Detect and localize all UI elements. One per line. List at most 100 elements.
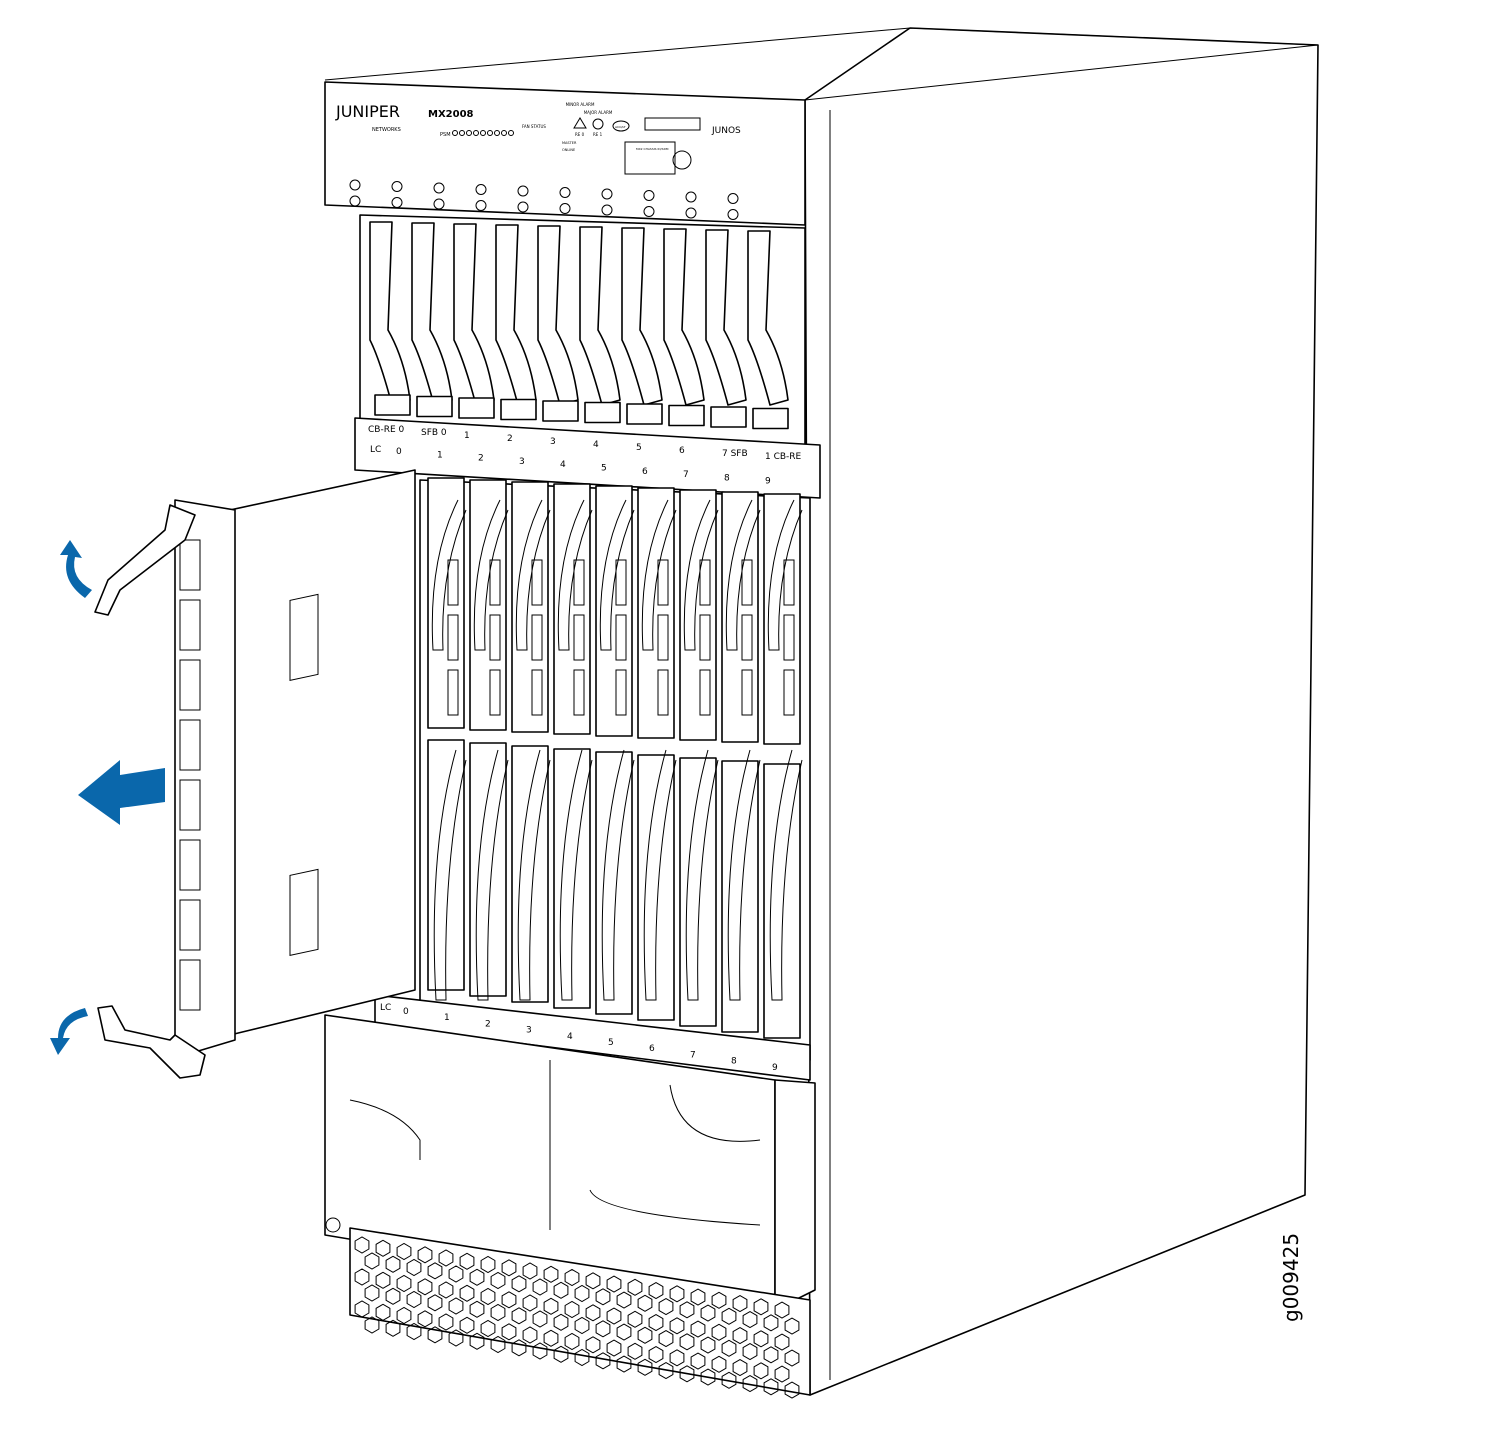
honeycomb-cell (585, 1304, 601, 1322)
honeycomb-cell (532, 1342, 548, 1360)
honeycomb-cell (511, 1339, 527, 1357)
honeycomb-cell (511, 1307, 527, 1325)
slot-led-upper (727, 193, 739, 204)
honeycomb-cell (438, 1313, 454, 1331)
line-card-ejector[interactable] (725, 499, 761, 1001)
lower-ejector-handle[interactable] (97, 1005, 206, 1079)
control-card-ejector[interactable] (747, 230, 789, 406)
honeycomb-cell (721, 1371, 737, 1389)
honeycomb-cell (627, 1310, 643, 1328)
alarm-relay-connectors (644, 117, 701, 131)
psm-led (494, 130, 500, 136)
honeycomb-cell (711, 1323, 727, 1341)
honeycomb-cell (690, 1352, 706, 1370)
honeycomb-cell (459, 1252, 475, 1270)
honeycomb-cell (469, 1268, 485, 1286)
fan-tray-captive-screw[interactable] (325, 1217, 341, 1233)
honeycomb-cell (354, 1236, 370, 1254)
honeycomb-cell (606, 1275, 622, 1293)
honeycomb-cell (700, 1336, 716, 1354)
control-card-ejector[interactable] (621, 227, 663, 406)
port-block (447, 614, 459, 661)
bottom-slot-number: 5 (608, 1038, 614, 1048)
rotate-down-arrow-icon (50, 1008, 88, 1055)
control-card-ejector[interactable] (579, 226, 621, 406)
bottom-slot-number: 3 (526, 1026, 532, 1036)
slot-led-upper (601, 188, 613, 200)
honeycomb-cell (784, 1381, 800, 1399)
card-latch (542, 400, 579, 422)
honeycomb-cell (364, 1252, 380, 1270)
line-card-ejector[interactable] (557, 499, 593, 1001)
honeycomb-cell (616, 1355, 632, 1373)
honeycomb-cell (406, 1258, 422, 1277)
control-card-ejector[interactable] (705, 229, 747, 406)
lc-slot-number: 7 (683, 470, 689, 480)
line-card-slot[interactable] (763, 493, 801, 745)
honeycomb-cell (732, 1327, 748, 1345)
upper-slot-label: 4 (593, 440, 599, 450)
psm-led (466, 130, 472, 136)
honeycomb-cell (711, 1355, 727, 1373)
line-card-slot[interactable] (595, 485, 633, 737)
chassis-top-right-edge (804, 44, 1319, 101)
line-card-ejector[interactable] (599, 499, 635, 1001)
removed-line-card[interactable] (229, 469, 416, 1036)
slot-led-lower (601, 204, 613, 216)
lc-slot-number: 1 (437, 450, 443, 460)
honeycomb-cell (637, 1358, 653, 1376)
honeycomb-cell (553, 1281, 569, 1299)
line-card-slot[interactable] (553, 483, 591, 735)
line-card-slot[interactable] (511, 481, 549, 733)
upper-ejector-handle[interactable] (94, 504, 196, 616)
line-card-ejector[interactable] (431, 499, 467, 1001)
line-card-ejector[interactable] (473, 499, 509, 1001)
line-card-ejector[interactable] (683, 499, 719, 1001)
card-latch (374, 394, 411, 416)
honeycomb-cell (364, 1316, 380, 1334)
upper-slot-label: 3 (550, 437, 556, 447)
slot-led-upper (391, 181, 403, 192)
line-card-slot[interactable] (427, 477, 465, 729)
honeycomb-cell (354, 1268, 370, 1286)
upper-slot-label: 7 SFB (722, 449, 748, 459)
honeycomb-cell (679, 1365, 695, 1383)
bottom-slot-number: 9 (772, 1063, 778, 1073)
line-card-slot[interactable] (679, 489, 717, 741)
aco-button[interactable] (612, 120, 630, 132)
port-block (657, 559, 669, 606)
honeycomb-cell (595, 1352, 611, 1370)
line-card-ejector[interactable] (515, 499, 551, 1001)
line-card-ejector[interactable] (767, 499, 803, 1001)
line-card-ejector[interactable] (641, 499, 677, 1001)
port-block (447, 669, 459, 716)
port-block (531, 614, 543, 661)
honeycomb-cell (669, 1285, 685, 1303)
line-card-faceplate (174, 499, 236, 1059)
psm-led (480, 130, 486, 136)
honeycomb-cell (543, 1265, 559, 1283)
junos-logo: JUNOS (711, 126, 741, 136)
honeycomb-cell (616, 1291, 632, 1309)
port-block (615, 559, 627, 606)
major-alarm-label: MAJOR ALARM (584, 110, 613, 115)
honeycomb-cell (490, 1335, 506, 1354)
honeycomb-cell (721, 1307, 737, 1325)
port-block (615, 669, 627, 716)
control-card-ejector[interactable] (537, 225, 579, 406)
honeycomb-cell (574, 1284, 590, 1303)
slot-led-lower (349, 195, 361, 207)
re1-label: RE 1 (593, 132, 603, 137)
line-card-slot[interactable] (637, 487, 675, 739)
honeycomb-cell (679, 1333, 695, 1351)
honeycomb-cell (784, 1317, 800, 1335)
lc-slot-number: 5 (601, 464, 607, 474)
port-block (531, 559, 543, 606)
honeycomb-cell (742, 1375, 758, 1393)
bottom-slot-number: 4 (567, 1032, 573, 1042)
lc-slot-number: 4 (560, 460, 566, 470)
control-card-ejector[interactable] (663, 228, 705, 406)
line-card-slot[interactable] (469, 479, 507, 731)
honeycomb-cell (658, 1362, 674, 1380)
